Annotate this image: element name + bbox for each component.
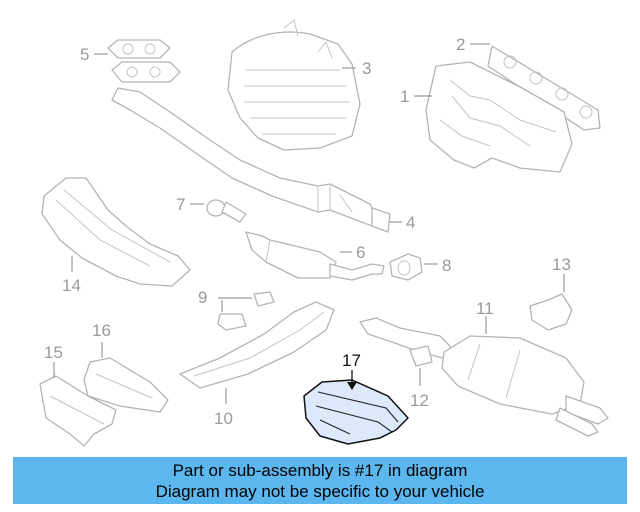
part-6-intermediate-pipe	[245, 231, 385, 281]
callout-13: 13	[552, 255, 571, 274]
part-13-bracket	[529, 293, 573, 331]
banner-line-2: Diagram may not be specific to your vehi…	[155, 482, 485, 501]
part-12-hanger	[409, 345, 433, 367]
part-16-heat-shield	[83, 357, 169, 413]
callout-5: 5	[80, 45, 89, 64]
callout-11: 11	[476, 299, 494, 318]
callout-12: 12	[410, 391, 429, 410]
callout-17: 17	[342, 351, 361, 370]
part-14-heat-shield	[41, 177, 191, 287]
part-5-gasket	[107, 39, 181, 83]
callout-1: 1	[400, 87, 409, 106]
callout-6: 6	[356, 243, 365, 262]
part-2-gasket	[487, 45, 601, 131]
part-1-exhaust-manifold	[425, 61, 573, 173]
part-15-heat-shield	[39, 375, 117, 447]
part-10-heat-shield	[179, 301, 335, 389]
part-3-heat-shield	[227, 19, 361, 151]
callout-10: 10	[214, 409, 233, 428]
part-9-hanger	[217, 291, 275, 331]
callout-3: 3	[362, 59, 371, 78]
part-17-heat-shield-highlighted[interactable]	[303, 379, 409, 445]
callout-7: 7	[176, 195, 185, 214]
callout-14: 14	[62, 276, 81, 295]
callout-16: 16	[92, 321, 111, 340]
part-4-front-pipe	[111, 87, 391, 233]
part-7-clamp	[206, 199, 247, 223]
callout-2: 2	[456, 35, 465, 54]
banner-line-1: Part or sub-assembly is #17 in diagram	[172, 461, 468, 480]
part-8-clamp	[389, 253, 423, 281]
info-banner: Part or sub-assembly is #17 in diagram D…	[13, 457, 627, 504]
exhaust-parts-diagram: 5 4 3 2 1 14	[39, 19, 609, 447]
callout-8: 8	[442, 256, 451, 275]
callout-15: 15	[44, 343, 63, 362]
callout-9: 9	[198, 288, 207, 307]
callout-4: 4	[406, 213, 415, 232]
